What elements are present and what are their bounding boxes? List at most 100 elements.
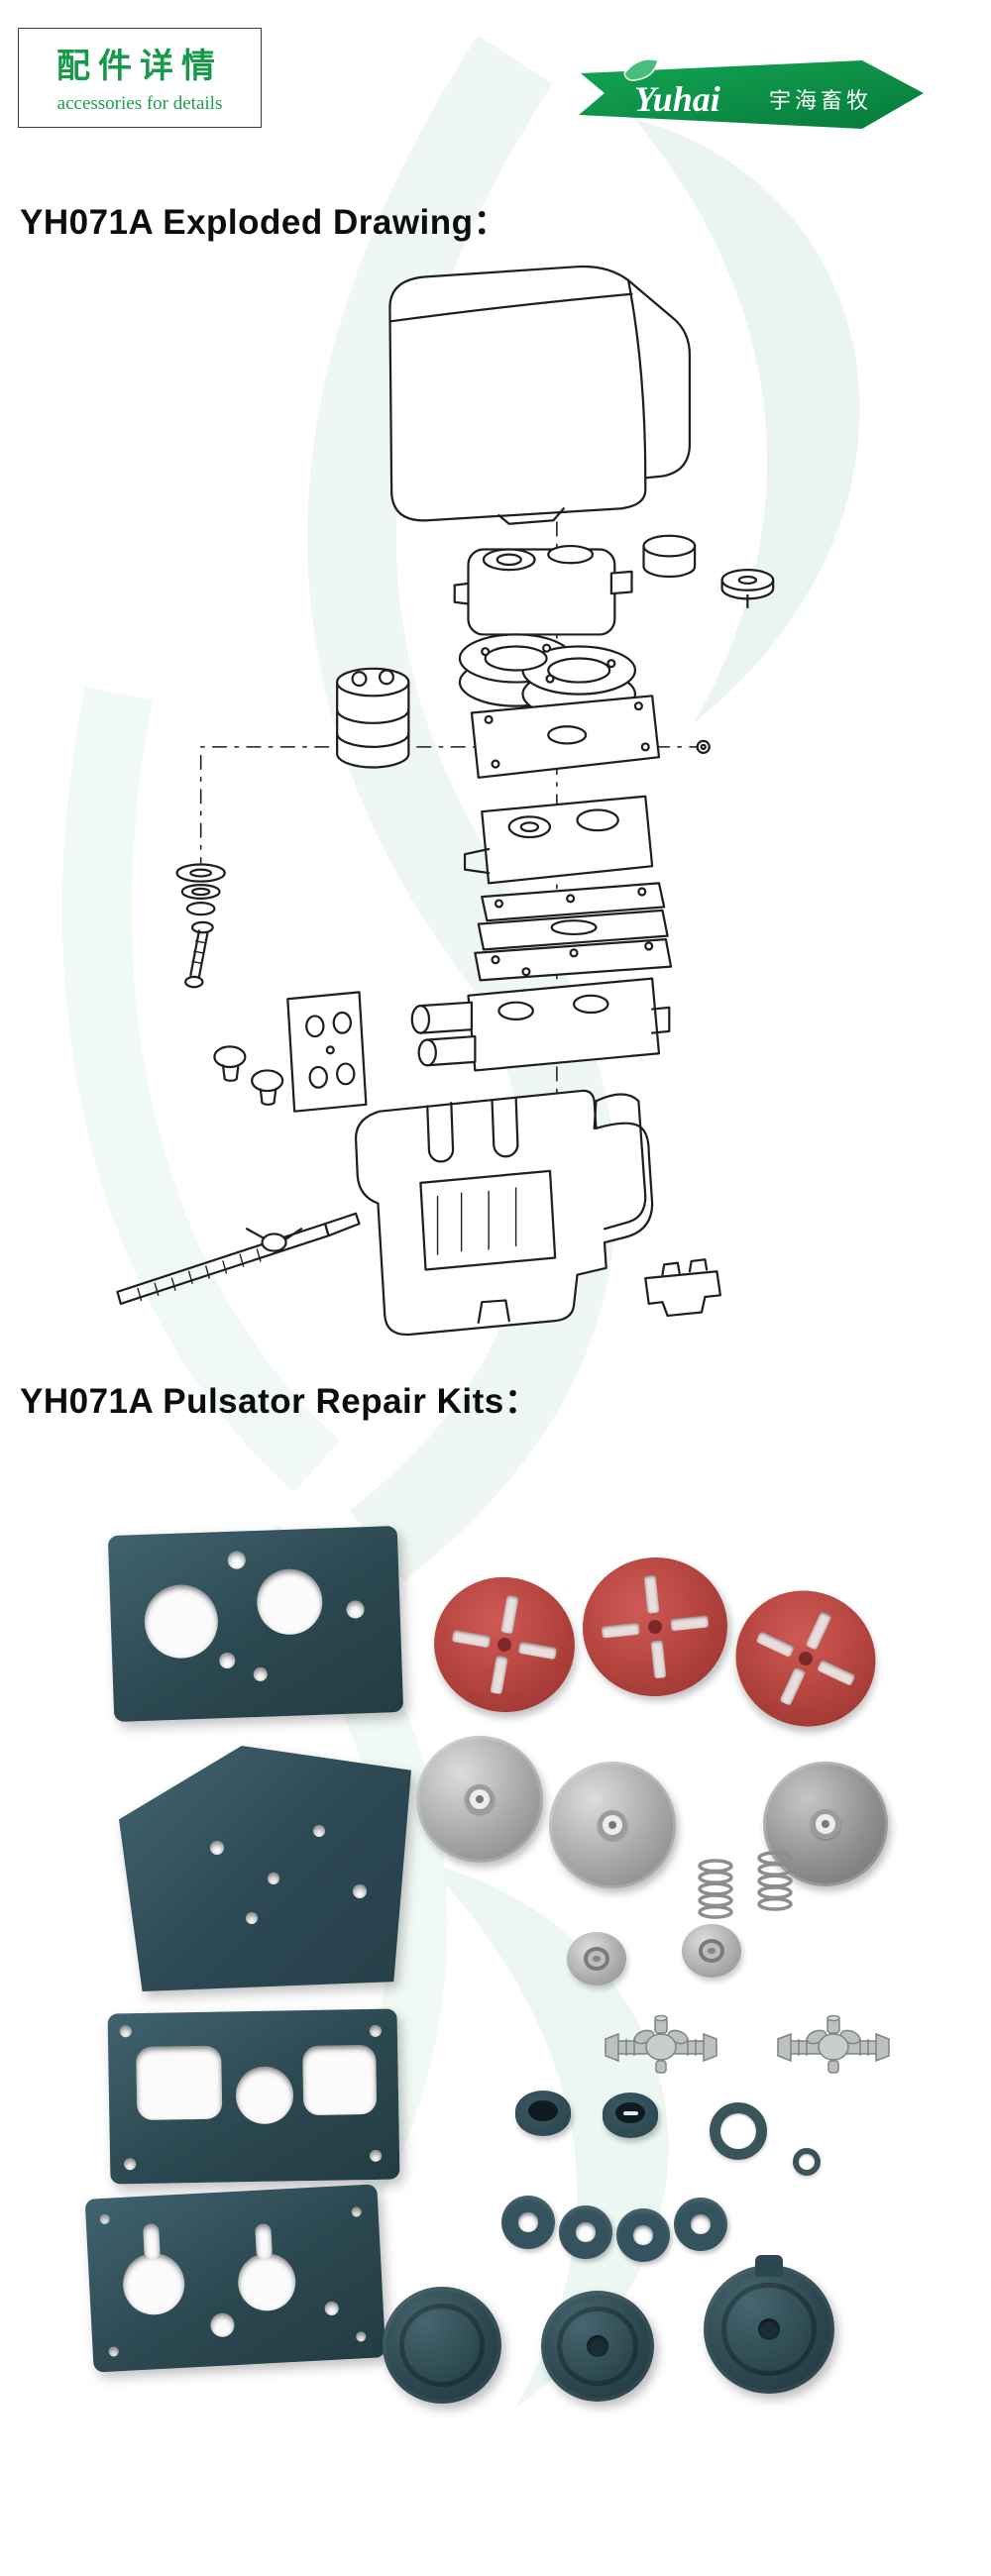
disc-slot	[601, 1622, 640, 1639]
keyhole-gasket	[84, 2184, 386, 2373]
dome-center	[593, 1955, 601, 1963]
diaphragm-plate-body	[119, 1746, 411, 1991]
diaphragm-cap	[704, 2255, 834, 2394]
plate-hole	[143, 1583, 220, 1660]
disc-slot	[650, 1640, 667, 1679]
diaphragm-cap	[541, 2291, 654, 2402]
gasket-hole	[124, 2158, 137, 2171]
cylinder-block	[410, 977, 671, 1072]
gasket-hole	[369, 2149, 383, 2162]
grommet	[559, 2205, 612, 2259]
top-caps	[642, 534, 775, 609]
dome-center	[708, 1947, 716, 1955]
disc-center	[608, 1821, 616, 1829]
plate-hole	[210, 1841, 224, 1855]
gasket-hole	[108, 2346, 119, 2357]
cover	[388, 265, 692, 525]
plate-hole	[219, 1652, 236, 1669]
keyhole-opening	[121, 2251, 186, 2316]
clamp-rod	[116, 1212, 361, 1306]
grommet-hole	[633, 2225, 653, 2245]
disc-slot	[755, 1631, 796, 1659]
plate-hole	[227, 1551, 247, 1569]
metal-disc	[549, 1762, 676, 1888]
cup-hole	[528, 2100, 558, 2122]
disc-slot	[452, 1629, 492, 1649]
grommet	[501, 2196, 555, 2249]
plate-hole	[246, 1912, 258, 1924]
logo-banner	[579, 60, 924, 129]
mounting-plate	[107, 1525, 404, 1723]
valve-plate	[470, 695, 661, 779]
washers-and-screw	[175, 863, 226, 989]
cap-ring	[721, 2283, 817, 2376]
plate-hole	[253, 1666, 269, 1682]
diaphragm-cap	[383, 2287, 501, 2404]
disc-slot	[779, 1666, 807, 1707]
gasket-hole	[356, 2331, 367, 2342]
exploded-heading: YH071A Exploded Drawing：	[20, 203, 509, 242]
grommet-hole	[518, 2212, 538, 2232]
hose-fitting	[777, 2014, 890, 2074]
rubber-cup	[515, 2091, 571, 2136]
diaphragm-plate	[119, 1746, 411, 1991]
logo-brand-zh: 宇海畜牧	[769, 88, 872, 113]
cap-ring	[556, 2306, 639, 2387]
grommet	[674, 2198, 727, 2251]
solenoid	[336, 667, 410, 769]
disc-hub	[647, 1619, 663, 1635]
gasket-frame	[107, 2008, 400, 2185]
red-pulsator-disc	[423, 1565, 586, 1724]
metal-disc	[416, 1736, 543, 1863]
plate-stack	[474, 882, 673, 982]
disc-center	[476, 1795, 484, 1803]
disc-center	[822, 1820, 829, 1828]
hose-fitting	[605, 2014, 717, 2074]
plate-hole	[353, 1884, 367, 1898]
plate-hole	[268, 1873, 279, 1884]
plugs	[213, 1045, 284, 1106]
red-pulsator-disc	[713, 1567, 899, 1750]
gasket-opening	[302, 2044, 378, 2116]
cap-hub	[587, 2335, 608, 2357]
valve-dome	[567, 1932, 626, 1986]
disc-stack	[458, 633, 637, 719]
o-ring-small	[793, 2148, 821, 2176]
kits-heading: YH071A Pulsator Repair Kits：	[20, 1382, 540, 1421]
grommet	[616, 2208, 670, 2262]
mid-block	[463, 795, 654, 885]
cup-slit	[623, 2111, 638, 2116]
brand-logo: Yuhai 宇海畜牧	[579, 58, 924, 129]
gasket-opening	[235, 2066, 294, 2125]
logo-brand-text: Yuhai	[634, 79, 720, 119]
grommet-hole	[691, 2214, 711, 2234]
disc-hub	[598, 1810, 627, 1840]
disc-slot	[643, 1574, 660, 1614]
side-plate	[286, 991, 368, 1113]
disc-slot	[490, 1656, 508, 1695]
keyhole-stem	[143, 2222, 161, 2260]
disc-slot	[500, 1594, 519, 1634]
gasket-hole	[369, 2024, 382, 2037]
gasket-hole	[351, 2206, 362, 2217]
o-ring-large	[710, 2102, 767, 2160]
gasket-hole	[324, 2301, 340, 2316]
disc-hub	[796, 1649, 816, 1668]
mount-bracket	[644, 1258, 721, 1318]
base-housing	[354, 1089, 654, 1337]
pulsator-body	[453, 544, 633, 636]
red-pulsator-disc	[576, 1550, 734, 1704]
keyhole-stem	[255, 2223, 274, 2260]
gasket-hole	[99, 2213, 110, 2225]
badge-subtitle: accessories for details	[56, 93, 223, 114]
gasket-opening	[136, 2045, 223, 2121]
cap-hub	[758, 2318, 780, 2340]
valve-dome	[682, 1924, 741, 1978]
grommet-hole	[576, 2222, 596, 2242]
rubber-cup	[603, 2093, 658, 2138]
spring	[757, 1851, 793, 1911]
gasket-hole	[209, 2312, 236, 2338]
plate-hole	[346, 1600, 365, 1619]
gasket-hole	[119, 2025, 132, 2038]
screw-dot	[696, 739, 711, 755]
